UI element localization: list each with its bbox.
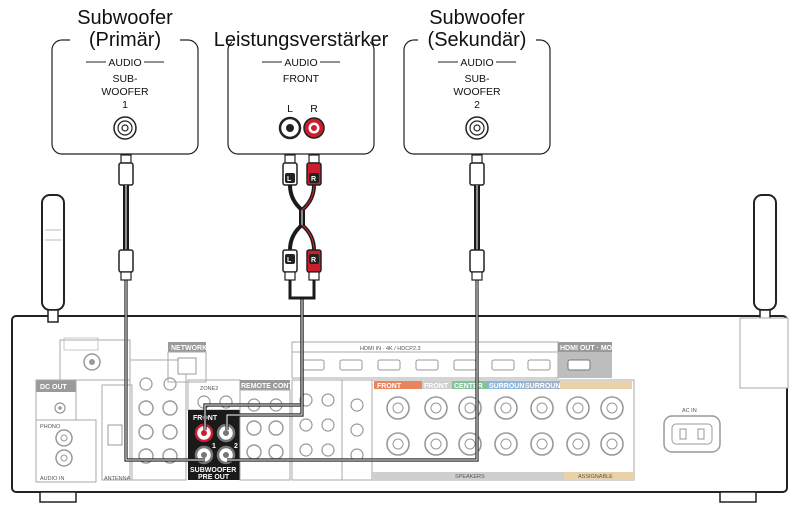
speaker-group-front-a: FRONT: [377, 383, 402, 390]
zone2-label: ZONE2: [200, 386, 218, 392]
device-subwoofer-secondary: Subwoofer (Sekundär) AUDIO SUB- WOOFER 2: [403, 7, 551, 155]
speaker-post-core-0-0: [392, 402, 404, 414]
speaker-post-core-2-0: [464, 402, 476, 414]
rca-cable-front-stereo: L R L R: [282, 154, 322, 300]
cable-subwoofer-2: [227, 275, 479, 462]
speaker-group-front-b: FRONT: [424, 383, 449, 390]
speaker-group-surround-back: SURROUND: [525, 383, 565, 390]
audio-in-label: AUDIO IN: [40, 476, 64, 482]
assignable-label: ASSIGNABLE: [578, 474, 613, 480]
plug-top-right-badge: R: [311, 176, 316, 183]
antenna-label: ANTENNA: [104, 476, 131, 482]
speaker-post-core-1-1: [430, 438, 442, 450]
rca-cable-sub1: [118, 154, 134, 281]
sub2-section-label: AUDIO: [460, 57, 493, 69]
pre-out-block: FRONT 1 2 SUBWOOFER PRE OUT: [188, 410, 240, 481]
plug-bottom-right-badge: R: [311, 257, 316, 264]
component-video-block: [291, 379, 373, 481]
speaker-post-core-4-0: [536, 402, 548, 414]
speaker-post-core-2-1: [464, 438, 476, 450]
speaker-post-core-6-0: [606, 402, 618, 414]
sub-num-1: 1: [212, 443, 216, 450]
ac-in-block: AC IN: [663, 408, 721, 453]
sub1-title-line1: Subwoofer: [77, 7, 173, 29]
sub2-title-line1: Subwoofer: [429, 7, 525, 29]
sub2-jack-line2: WOOFER: [453, 86, 501, 98]
speaker-post-core-5-0: [572, 402, 584, 414]
speaker-post-core-3-0: [500, 402, 512, 414]
speaker-post-core-4-1: [536, 438, 548, 450]
speaker-post-core-6-1: [606, 438, 618, 450]
sub1-jack-line1: SUB-: [112, 73, 138, 85]
speaker-post-core-5-1: [572, 438, 584, 450]
sub2-jack-line3: 2: [474, 99, 480, 111]
pre-out-subwoofer-label: SUBWOOFER: [190, 467, 236, 474]
analog-audio-in-block: [129, 359, 187, 481]
speaker-group-center: CENTER: [454, 383, 483, 390]
amp-section-label: AUDIO: [284, 57, 317, 69]
speaker-post-core-0-1: [392, 438, 404, 450]
amp-jack-label: FRONT: [283, 73, 320, 85]
hdmi-label: HDMI IN · 4K / HDCP2.3: [360, 346, 421, 352]
sub1-jack-line2: WOOFER: [101, 86, 149, 98]
receiver-rear-panel: DC OUT PHONO AUDIO IN ANTENNA: [11, 194, 789, 503]
network-port-block: NETWORK: [167, 342, 207, 383]
rca-cable-sub2: [469, 154, 485, 281]
plug-top-left-badge: L: [287, 176, 292, 183]
sub2-jack-line1: SUB-: [464, 73, 490, 85]
monitor-label: HDMI OUT · MONITOR: [560, 345, 634, 352]
device-power-amplifier: Leistungsverstärker AUDIO FRONT L R: [214, 29, 389, 155]
speaker-post-core-1-0: [430, 402, 442, 414]
amp-right-label: R: [310, 103, 318, 115]
cable-front-pre-out: [203, 298, 304, 430]
sub2-title-line2: (Sekundär): [428, 29, 527, 51]
sub1-title-line2: (Primär): [89, 29, 161, 51]
amp-left-label: L: [287, 103, 293, 115]
plug-bottom-left-badge: L: [287, 257, 292, 264]
antenna-left: [41, 194, 65, 323]
amp-title: Leistungsverstärker: [214, 29, 389, 51]
device-subwoofer-primary: Subwoofer (Primär) AUDIO SUB- WOOFER 1: [51, 7, 199, 155]
speaker-group-surround: SURROUND: [489, 383, 529, 390]
network-label: NETWORK: [171, 345, 207, 352]
phono-label: PHONO: [40, 424, 61, 430]
speaker-terminals: FRONT FRONT CENTER SURROUND SURROUND SPE…: [371, 379, 635, 481]
sub1-jack-line3: 1: [122, 99, 128, 111]
speaker-binding-posts: [386, 396, 624, 456]
speaker-post-core-3-1: [500, 438, 512, 450]
sub-num-2: 2: [234, 443, 238, 450]
sub1-section-label: AUDIO: [108, 57, 141, 69]
phono-block: PHONO AUDIO IN: [35, 419, 97, 483]
ac-in-label: AC IN: [682, 408, 697, 414]
pre-out-label: PRE OUT: [198, 474, 230, 481]
cable-subwoofer-1: [124, 275, 205, 462]
dc-out-label: DC OUT: [40, 384, 68, 391]
speakers-label: SPEAKERS: [455, 474, 485, 480]
hdmi-strip: HDMI IN · 4K / HDCP2.3 HDMI OUT · MONITO…: [291, 341, 634, 379]
antenna-right: [739, 194, 789, 389]
remote-control-label: REMOTE CONTROL: [241, 383, 308, 390]
